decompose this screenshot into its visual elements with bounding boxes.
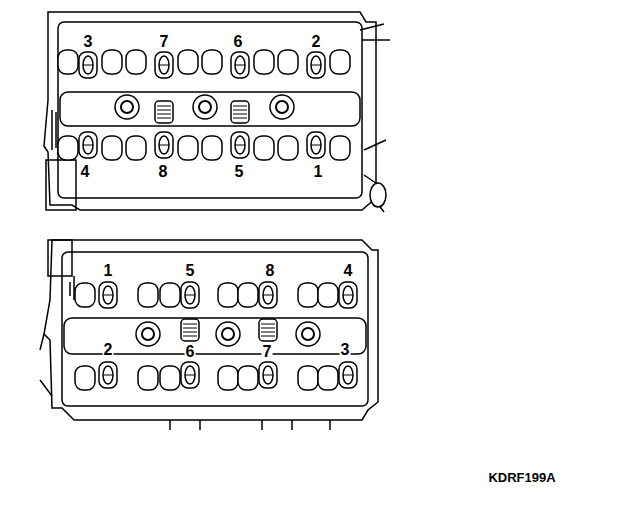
- callout-number: 1: [103, 263, 114, 279]
- callout-number: 4: [80, 164, 91, 180]
- callout-number: 8: [158, 164, 169, 180]
- callout-number: 6: [233, 34, 244, 50]
- figure-code: KDRF199A: [487, 471, 556, 484]
- callout-number: 5: [234, 164, 245, 180]
- callout-number: 3: [340, 342, 351, 358]
- callout-number: 7: [262, 344, 273, 360]
- callout-number: 5: [185, 263, 196, 279]
- callout-number: 2: [311, 34, 322, 50]
- callout-number: 6: [185, 344, 196, 360]
- callout-number: 1: [313, 164, 324, 180]
- callout-number: 3: [83, 34, 94, 50]
- callout-number: 2: [103, 342, 114, 358]
- callout-number: 4: [343, 263, 354, 279]
- callout-number: 8: [265, 263, 276, 279]
- callout-number: 7: [159, 34, 170, 50]
